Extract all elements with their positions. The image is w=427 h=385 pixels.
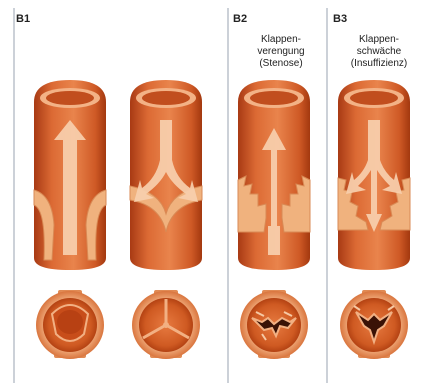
valve-ring-open [36, 290, 104, 359]
vessel-insufficiency [338, 80, 410, 270]
valve-ring-insufficiency [340, 290, 408, 359]
vessel-stenosis [238, 80, 310, 270]
valve-ring-closed [132, 290, 200, 359]
vessel-open-valve [34, 80, 106, 270]
vessel-closed-valve [130, 80, 202, 270]
valve-ring-stenosis [240, 290, 308, 359]
